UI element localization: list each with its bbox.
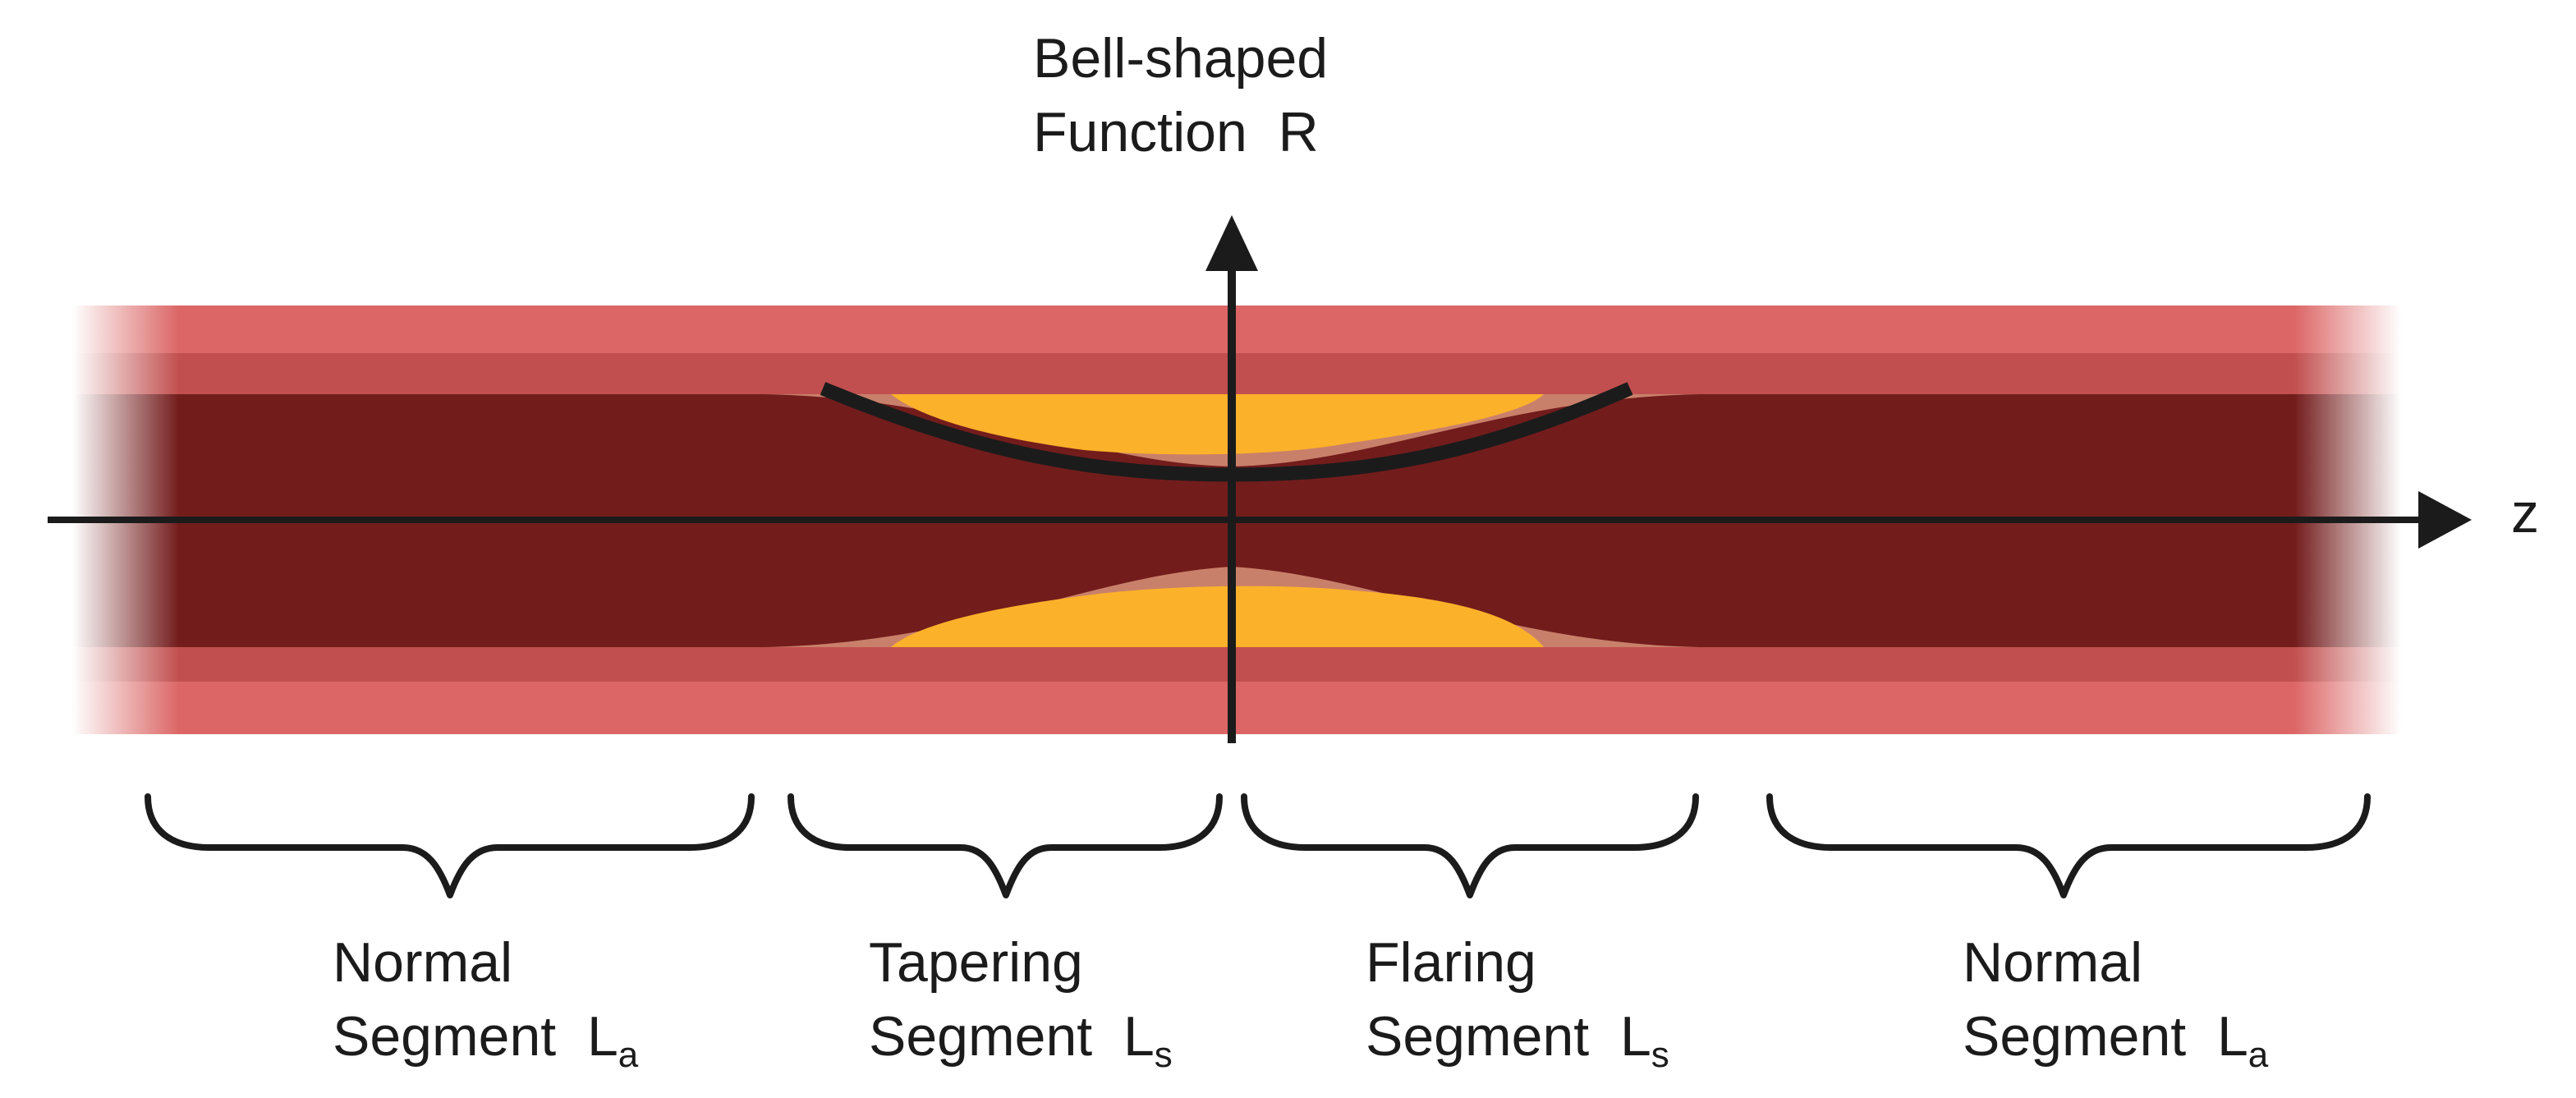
segment-label-text: Segment L: [1366, 1005, 1651, 1068]
segment-label-line2: Segment Ls: [1366, 1005, 1669, 1075]
segment-label-text: Segment L: [1963, 1005, 2248, 1068]
segment-label-normal-left: Normal Segment La: [333, 931, 639, 1075]
segment-label-subscript: a: [2248, 1035, 2269, 1075]
r-axis-label-line1: Bell-shaped: [1033, 27, 1328, 90]
segment-label-flaring: Flaring Segment Ls: [1366, 931, 1669, 1075]
segment-braces: [145, 793, 2371, 898]
segment-label-line1: Flaring: [1366, 931, 1536, 994]
z-axis-label: z: [2511, 482, 2539, 544]
r-axis: [1205, 215, 1258, 743]
brace-flaring: [1241, 793, 1699, 898]
segment-label-line1: Tapering: [869, 931, 1083, 994]
brace-normal-right: [1766, 793, 2371, 898]
segment-label-line2: Segment Ls: [869, 1005, 1173, 1075]
segment-label-text: Segment L: [333, 1005, 618, 1068]
brace-tapering: [787, 793, 1223, 898]
segment-label-line1: Normal: [333, 931, 512, 994]
segment-label-subscript: a: [618, 1035, 639, 1075]
segment-label-line2: Segment La: [333, 1005, 639, 1075]
z-axis-arrowhead: [2418, 491, 2472, 549]
segment-label-tapering: Tapering Segment Ls: [869, 931, 1173, 1075]
segment-label-subscript: s: [1155, 1035, 1173, 1075]
upper-plaque-core: [891, 394, 1544, 455]
brace-normal-left: [145, 793, 755, 898]
segment-label-normal-right: Normal Segment La: [1963, 931, 2269, 1075]
segment-label-line2: Segment La: [1963, 1005, 2269, 1075]
lower-plaque-core: [891, 586, 1544, 647]
segment-label-line1: Normal: [1963, 931, 2142, 994]
z-axis: [48, 491, 2472, 549]
r-axis-arrowhead: [1205, 215, 1258, 271]
segment-label-subscript: s: [1651, 1035, 1669, 1075]
r-axis-label-line2: Function R: [1033, 101, 1319, 163]
segment-label-text: Segment L: [869, 1005, 1155, 1068]
